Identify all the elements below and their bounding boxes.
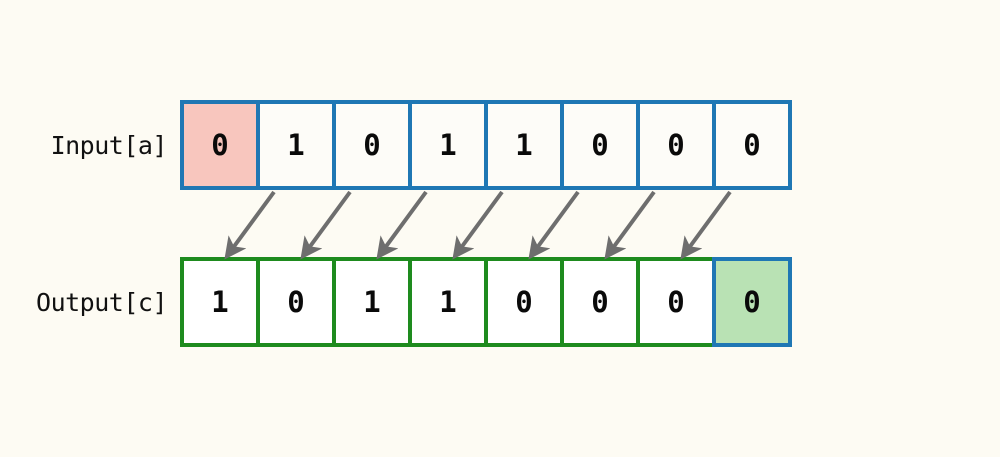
input-cell-value: 1 <box>439 128 457 162</box>
output-cell-5[interactable]: 0 <box>560 257 640 347</box>
input-row: 0 1 0 1 1 0 0 0 <box>180 100 792 190</box>
input-cell-value: 0 <box>363 128 381 162</box>
input-cell-value: 0 <box>591 128 609 162</box>
input-cell-6[interactable]: 0 <box>636 100 716 190</box>
input-cell-3[interactable]: 1 <box>408 100 488 190</box>
shift-arrow-3 <box>452 190 504 260</box>
output-cell-value: 0 <box>743 285 761 319</box>
input-row-label: Input[a] <box>50 131 168 160</box>
input-cell-value: 1 <box>287 128 305 162</box>
input-cell-2[interactable]: 0 <box>332 100 412 190</box>
shift-arrow-0 <box>224 190 276 260</box>
output-cell-value: 1 <box>211 285 229 319</box>
output-cell-3[interactable]: 1 <box>408 257 488 347</box>
input-cell-7[interactable]: 0 <box>712 100 792 190</box>
output-row-label: Output[c] <box>36 288 167 317</box>
output-cell-value: 0 <box>515 285 533 319</box>
input-cell-5[interactable]: 0 <box>560 100 640 190</box>
output-cell-7[interactable]: 0 <box>712 257 792 347</box>
shift-arrow-1 <box>300 190 352 260</box>
input-cell-1[interactable]: 1 <box>256 100 336 190</box>
input-cell-4[interactable]: 1 <box>484 100 564 190</box>
output-cell-4[interactable]: 0 <box>484 257 564 347</box>
output-cell-2[interactable]: 1 <box>332 257 412 347</box>
shift-arrow-5 <box>604 190 656 260</box>
output-cell-value: 0 <box>287 285 305 319</box>
shift-arrow-6 <box>680 190 732 260</box>
output-cell-value: 0 <box>591 285 609 319</box>
input-cell-value: 0 <box>211 128 229 162</box>
shift-arrow-4 <box>528 190 580 260</box>
output-cell-6[interactable]: 0 <box>636 257 716 347</box>
output-cell-value: 0 <box>667 285 685 319</box>
output-cell-0[interactable]: 1 <box>180 257 260 347</box>
shift-arrow-2 <box>376 190 428 260</box>
input-cell-0[interactable]: 0 <box>180 100 260 190</box>
input-cell-value: 1 <box>515 128 533 162</box>
input-cell-value: 0 <box>743 128 761 162</box>
output-row: 1 0 1 1 0 0 0 0 <box>180 257 792 347</box>
input-cell-value: 0 <box>667 128 685 162</box>
output-cell-1[interactable]: 0 <box>256 257 336 347</box>
output-cell-value: 1 <box>363 285 381 319</box>
output-cell-value: 1 <box>439 285 457 319</box>
